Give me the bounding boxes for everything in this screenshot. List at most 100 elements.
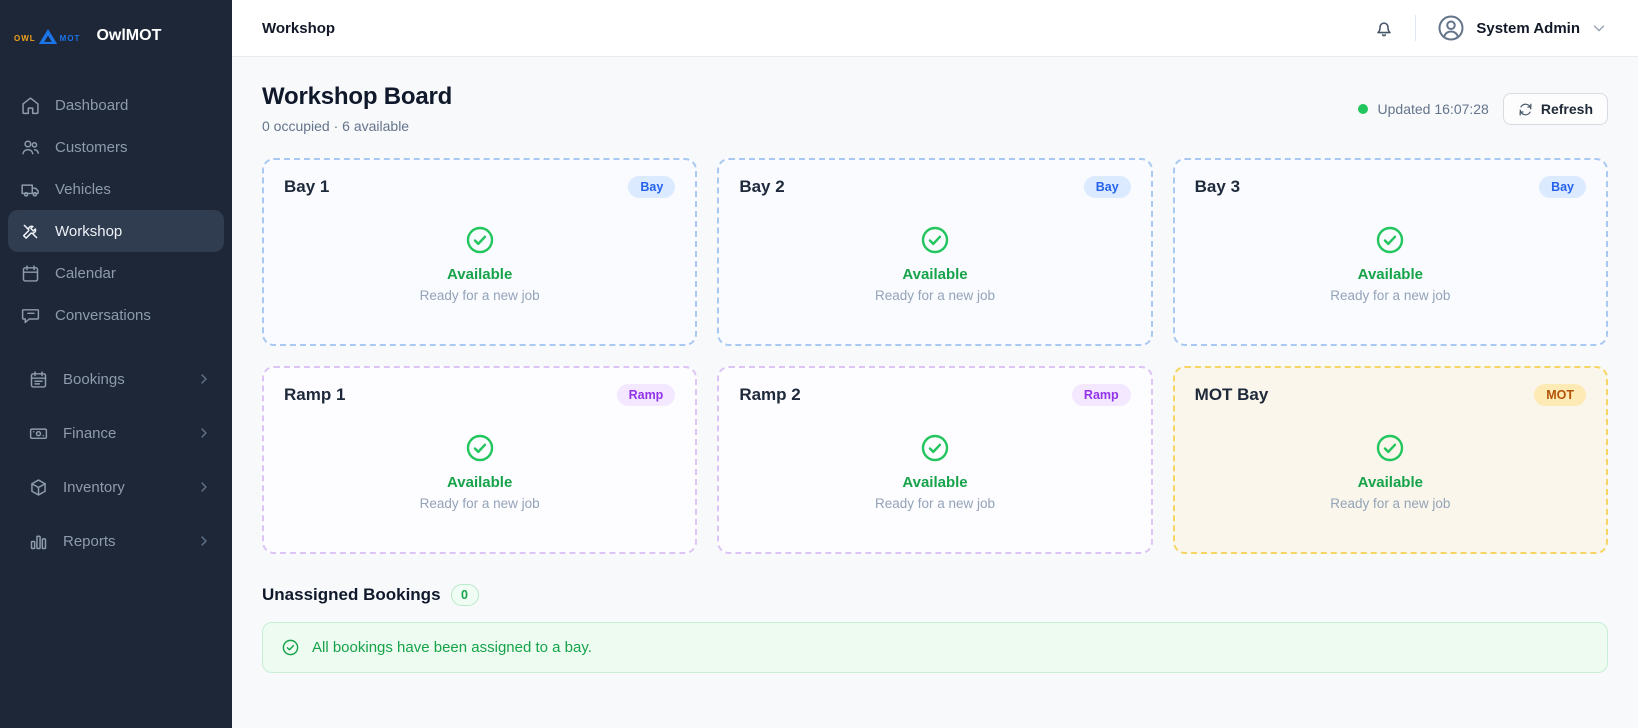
board-summary: 0 occupied · 6 available (262, 118, 410, 134)
bay-status-note: Ready for a new job (419, 287, 540, 303)
owlmot-logo-icon: OWL MOT (14, 28, 80, 45)
chevron-down-icon (1593, 25, 1605, 32)
sidebar-item-vehicles[interactable]: Vehicles (8, 168, 224, 210)
sidebar-item-label: Workshop (55, 222, 123, 240)
tools-icon (22, 224, 38, 239)
bay-status-block: Available Ready for a new job (1195, 406, 1586, 536)
check-circle-icon (1377, 226, 1404, 253)
bay-type-badge: Ramp (1071, 384, 1131, 406)
board-header: Workshop Board 0 occupied · 6 available … (262, 83, 1608, 134)
sidebar-item-reports[interactable]: Reports (8, 514, 224, 568)
bay-type-badge: Bay (1539, 176, 1586, 198)
bay-status: Available (902, 473, 968, 491)
board-header-right: Updated 16:07:28 Refresh (1357, 93, 1608, 125)
updated-timestamp: Updated 16:07:28 (1377, 101, 1489, 117)
bay-status-block: Available Ready for a new job (284, 198, 675, 328)
chevron-right-icon (201, 482, 207, 492)
calendar-lines-icon (30, 370, 47, 388)
bay-card-header: Ramp 1 Ramp (284, 384, 676, 406)
sidebar-item-inventory[interactable]: Inventory (8, 460, 224, 514)
logo-owl-text: OWL (14, 33, 36, 43)
notifications-bell-icon[interactable] (1373, 17, 1395, 39)
bay-card-bay-3[interactable]: Bay 3 Bay Available Ready for a new job (1172, 158, 1608, 346)
truck-icon (21, 183, 39, 197)
refresh-button-label: Refresh (1540, 101, 1593, 117)
check-circle-icon (1377, 434, 1404, 461)
sidebar-item-customers[interactable]: Customers (8, 126, 224, 168)
sidebar-item-label: Bookings (63, 370, 125, 388)
app-title: OwlMOT (96, 27, 162, 44)
bay-card-ramp-1[interactable]: Ramp 1 Ramp Available Ready for a new jo… (262, 366, 698, 554)
bay-card-mot-bay[interactable]: MOT Bay MOT Available Ready for a new jo… (1172, 366, 1608, 554)
sidebar-item-label: Calendar (55, 264, 116, 282)
user-menu[interactable]: System Admin (1436, 13, 1608, 43)
bay-status: Available (1357, 265, 1423, 283)
chevron-right-icon (201, 374, 207, 384)
bay-name: Bay 1 (284, 177, 330, 196)
bay-card-header: Bay 2 Bay (739, 176, 1131, 198)
nav-group-divider (0, 336, 232, 352)
sidebar-item-label: Vehicles (55, 180, 111, 198)
bay-card-ramp-2[interactable]: Ramp 2 Ramp Available Ready for a new jo… (717, 366, 1153, 554)
check-circle-icon (921, 434, 949, 461)
sidebar-item-label: Dashboard (55, 96, 129, 114)
bay-status-note: Ready for a new job (1330, 287, 1451, 303)
app-logo[interactable]: OWL MOT OwlMOT (0, 0, 232, 56)
page-title: Workshop (262, 19, 336, 37)
all-assigned-banner: All bookings have been assigned to a bay… (262, 622, 1608, 673)
check-circle-icon (282, 639, 299, 656)
unassigned-bookings-header: Unassigned Bookings 0 (262, 584, 1608, 606)
sidebar-item-workshop[interactable]: Workshop (8, 210, 224, 252)
chevron-right-icon (201, 536, 207, 546)
board-header-left: Workshop Board 0 occupied · 6 available (262, 83, 452, 134)
check-circle-icon (466, 434, 493, 461)
bay-status-block: Available Ready for a new job (284, 406, 675, 536)
bay-type-badge: Bay (1083, 176, 1131, 198)
sidebar-item-label: Reports (63, 532, 116, 550)
bay-status-note: Ready for a new job (419, 495, 540, 511)
bay-status: Available (447, 265, 513, 283)
bay-card-bay-1[interactable]: Bay 1 Bay Available Ready for a new job (262, 158, 698, 346)
bar-chart-icon (30, 535, 47, 549)
bay-card-bay-2[interactable]: Bay 2 Bay Available Ready for a new job (717, 158, 1153, 346)
sidebar-item-label: Customers (55, 138, 128, 156)
check-circle-icon (921, 226, 949, 253)
logo-mot-text: MOT (59, 33, 81, 43)
bay-type-badge: Ramp (616, 384, 676, 406)
avatar (1438, 15, 1464, 41)
bay-type-badge: MOT (1534, 384, 1586, 406)
bay-name: Bay 3 (1194, 177, 1241, 196)
sidebar: OWL MOT OwlMOT Dashboard Customers (0, 0, 232, 728)
triangle-logo-icon (38, 28, 57, 44)
users-icon (22, 139, 40, 154)
bay-status-note: Ready for a new job (874, 287, 996, 303)
user-name: System Admin (1476, 19, 1580, 37)
main-area: Workshop System Admin Workshop Board 0 o… (232, 0, 1638, 728)
topbar-right: System Admin (1373, 13, 1608, 43)
sidebar-item-label: Inventory (63, 478, 125, 496)
bay-status-block: Available Ready for a new job (739, 406, 1130, 536)
bay-status-block: Available Ready for a new job (1195, 198, 1586, 328)
unassigned-bookings-title: Unassigned Bookings (262, 585, 441, 604)
home-icon (22, 96, 39, 114)
bay-card-header: Bay 3 Bay (1195, 176, 1586, 198)
bay-name: Ramp 2 (739, 385, 801, 404)
refresh-button[interactable]: Refresh (1502, 93, 1608, 125)
bay-name: Ramp 1 (284, 385, 346, 404)
chat-icon (21, 308, 40, 323)
check-circle-icon (466, 226, 493, 253)
bay-status: Available (447, 473, 513, 491)
sidebar-item-finance[interactable]: Finance (8, 406, 224, 460)
bay-status-note: Ready for a new job (874, 495, 996, 511)
bay-status: Available (902, 265, 968, 283)
live-status-dot (1357, 104, 1368, 114)
sidebar-item-dashboard[interactable]: Dashboard (8, 84, 224, 126)
sidebar-item-bookings[interactable]: Bookings (8, 352, 224, 406)
sidebar-item-label: Conversations (55, 306, 151, 324)
sidebar-item-conversations[interactable]: Conversations (8, 294, 224, 336)
topbar-divider (1415, 15, 1417, 41)
sidebar-item-calendar[interactable]: Calendar (8, 252, 224, 294)
bay-card-header: Ramp 2 Ramp (739, 384, 1131, 406)
board-title: Workshop Board (262, 83, 453, 110)
sidebar-nav: Dashboard Customers Vehicles Workshop Ca… (0, 84, 232, 568)
